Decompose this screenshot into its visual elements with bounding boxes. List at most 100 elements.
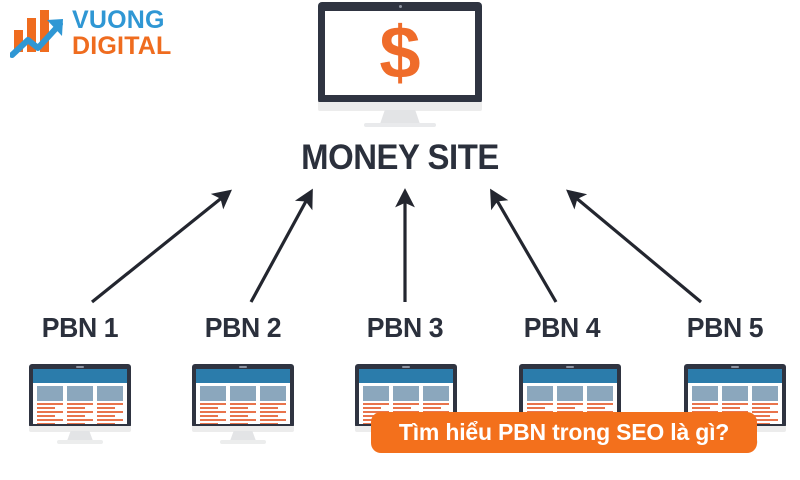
website-text-line (722, 403, 748, 405)
website-text-line (67, 419, 93, 421)
website-text-line (37, 403, 63, 405)
website-column (230, 386, 256, 424)
website-text-line (260, 415, 278, 417)
website-image-block (752, 386, 778, 401)
website-image-block (230, 386, 256, 401)
website-text-line (230, 419, 256, 421)
cta-banner[interactable]: Tìm hiểu PBN trong SEO là gì? (371, 412, 757, 453)
money-site-monitor-icon: $ (318, 2, 482, 127)
website-text-line (230, 423, 248, 424)
website-text-line (230, 407, 248, 409)
website-text-line (67, 407, 85, 409)
website-text-line (363, 403, 389, 405)
website-text-line (527, 407, 545, 409)
website-header-bar (359, 369, 453, 383)
website-text-line (97, 407, 115, 409)
website-image-block (527, 386, 553, 401)
website-text-line (97, 419, 123, 421)
website-text-line (37, 419, 63, 421)
website-text-line (752, 423, 770, 424)
pbn-monitor-1 (29, 364, 131, 450)
monitor-screen: $ (325, 11, 475, 95)
website-columns (692, 386, 778, 424)
monitor-stand (67, 431, 93, 441)
website-text-line (230, 411, 256, 413)
website-text-line (97, 423, 115, 424)
website-text-line (37, 415, 55, 417)
bar-chart-growth-arrow-icon (9, 6, 74, 60)
website-image-block (423, 386, 449, 401)
website-image-block (200, 386, 226, 401)
website-text-line (557, 407, 575, 409)
website-text-line (200, 411, 226, 413)
website-text-line (67, 423, 85, 424)
website-image-block (37, 386, 63, 401)
monitor-camera-icon (239, 366, 247, 368)
pbn-label-3: PBN 3 (366, 312, 444, 343)
pbn-label-2: PBN 2 (204, 312, 282, 343)
website-text-line (363, 407, 381, 409)
website-text-line (692, 403, 718, 405)
website-image-block (692, 386, 718, 401)
monitor-bezel: $ (318, 2, 482, 104)
website-text-line (200, 415, 218, 417)
website-text-line (37, 411, 63, 413)
website-header-bar (688, 369, 782, 383)
website-image-block (260, 386, 286, 401)
website-text-line (557, 403, 583, 405)
website-text-line (393, 403, 419, 405)
monitor-bezel (192, 364, 294, 428)
pbn-label-1: PBN 1 (41, 312, 119, 343)
website-header-bar (196, 369, 290, 383)
monitor-stand (380, 110, 420, 124)
website-text-line (587, 403, 613, 405)
website-column (97, 386, 123, 424)
brand-logo[interactable]: VUONG DIGITAL (9, 6, 202, 68)
brand-logo-line-1: VUONG (72, 6, 165, 34)
website-columns (37, 386, 123, 424)
brand-logo-line-2: DIGITAL (72, 31, 172, 60)
website-text-line (587, 407, 605, 409)
monitor-camera-icon (566, 366, 574, 368)
pbn-label-4: PBN 4 (523, 312, 601, 343)
website-column (37, 386, 63, 424)
website-column (752, 386, 778, 424)
arrow-pbn1-to-money-site (90, 189, 232, 304)
website-image-block (363, 386, 389, 401)
website-text-line (97, 403, 123, 405)
website-header-bar (523, 369, 617, 383)
arrow-pbn5-to-money-site (566, 189, 703, 304)
website-text-line (200, 403, 226, 405)
monitor-camera-icon (76, 366, 84, 368)
website-text-line (752, 407, 770, 409)
monitor-base (220, 440, 266, 444)
monitor-chin (318, 102, 482, 111)
monitor-camera-icon (402, 366, 410, 368)
website-text-line (230, 403, 256, 405)
website-text-line (752, 419, 778, 421)
website-column (67, 386, 93, 424)
website-text-line (260, 411, 286, 413)
monitor-camera-icon (398, 5, 402, 8)
website-image-block (557, 386, 583, 401)
website-image-block (587, 386, 613, 401)
brand-logo-text: VUONG DIGITAL (72, 6, 202, 60)
website-text-line (260, 403, 286, 405)
website-text-line (752, 411, 778, 413)
arrow-pbn4-to-money-site (490, 188, 558, 303)
website-text-line (423, 403, 449, 405)
monitor-base (364, 123, 436, 127)
website-column (200, 386, 226, 424)
website-columns (200, 386, 286, 424)
pbn-monitor-2 (192, 364, 294, 450)
dollar-sign-icon: $ (379, 11, 421, 94)
monitor-screen (33, 369, 127, 424)
website-text-line (200, 407, 218, 409)
website-text-line (67, 415, 85, 417)
website-text-line (97, 411, 123, 413)
pbn-label-5: PBN 5 (686, 312, 764, 343)
monitor-chin (29, 426, 131, 432)
website-text-line (37, 423, 55, 424)
website-text-line (393, 407, 411, 409)
website-text-line (37, 407, 55, 409)
